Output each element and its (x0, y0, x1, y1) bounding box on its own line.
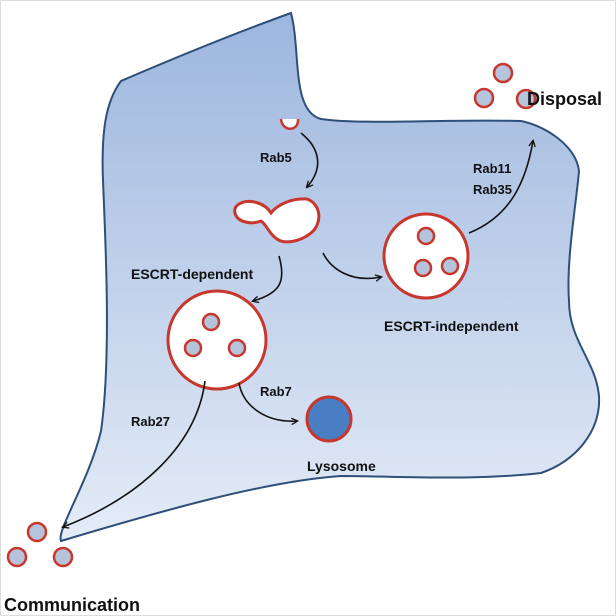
arrow-rab7 (238, 382, 297, 421)
intraluminal-vesicle (183, 338, 203, 358)
intraluminal-vesicle (416, 226, 436, 246)
budding-vesicle (279, 118, 300, 130)
intraluminal-vesicle (201, 312, 221, 332)
intraluminal-vesicle (413, 258, 433, 278)
mvb-escrt-dependent (166, 289, 268, 391)
label-rab11: Rab11 (473, 161, 511, 176)
exosome-communication (6, 546, 28, 568)
intraluminal-vesicle (227, 338, 247, 358)
label-rab7: Rab7 (260, 384, 292, 399)
label-rab35: Rab35 (473, 182, 512, 197)
mvb-escrt-independent (382, 212, 470, 300)
arrow-rab27 (63, 380, 206, 527)
label-disposal: Disposal (527, 89, 602, 109)
label-escrt-dependent: ESCRT-dependent (131, 266, 253, 282)
label-rab5: Rab5 (260, 150, 292, 165)
arrow-to-escrt-dependent (253, 255, 283, 301)
label-communication: Communication (4, 595, 140, 615)
label-rab27: Rab27 (131, 414, 170, 429)
label-lysosome: Lysosome (307, 458, 376, 474)
intraluminal-vesicle (440, 256, 460, 276)
cell-body (59, 11, 601, 543)
exosome-disposal (492, 62, 514, 84)
exosome-disposal (473, 87, 495, 109)
arrow-rab11-rab35 (468, 141, 533, 234)
exosome-disposal (515, 88, 537, 110)
exosome-communication (26, 521, 48, 543)
label-escrt-independent: ESCRT-independent (384, 318, 519, 334)
lysosome (305, 395, 353, 443)
arrow-to-escrt-independent (322, 252, 381, 278)
exosome-communication (52, 546, 74, 568)
arrow-rab5 (300, 132, 319, 187)
early-endosome (233, 197, 321, 244)
